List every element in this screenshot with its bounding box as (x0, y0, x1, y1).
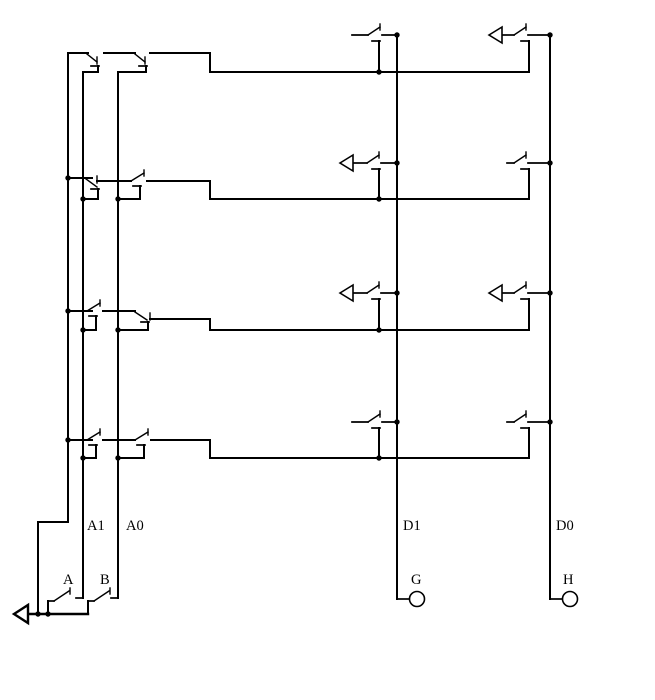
row2-swA0-blade (130, 172, 145, 182)
row1-swA1-blade (86, 53, 98, 63)
junction-a1-row2-dot (80, 196, 86, 202)
junction-rail4-d1-dot (376, 455, 382, 461)
junction-d0-row3-dot (547, 290, 553, 296)
label-g: G (411, 572, 422, 588)
junction-bottom-src-dot (35, 611, 41, 617)
junction-d0-row1-dot (547, 32, 553, 38)
row2-d1sw-blade (366, 154, 380, 164)
row4-d1sw-blade (367, 413, 381, 423)
junction-rail3-d1-dot (376, 327, 382, 333)
row3-swA0-blade (134, 311, 148, 321)
inverter-row2-d1-icon (338, 153, 354, 173)
junction-d0-row4-dot (547, 419, 553, 425)
junction-d1-row3-dot (394, 290, 400, 296)
junction-src-row2-dot (65, 175, 71, 181)
junction-rail1-d1-dot (376, 69, 382, 75)
label-h: H (563, 572, 574, 588)
junction-a0-row3-dot (115, 327, 121, 333)
label-b: B (100, 572, 110, 588)
row2-d0sw-blade (513, 154, 527, 164)
row3-d1sw-blade (366, 284, 380, 294)
junction-a1-row3-dot (80, 327, 86, 333)
row4-swA1-blade (86, 431, 101, 441)
lamp-h-icon (561, 590, 579, 608)
junction-d1-row4-dot (394, 419, 400, 425)
lamp-g-icon (408, 590, 426, 608)
junction-d1-row1-dot (394, 32, 400, 38)
inverter-row3-d0-icon (487, 283, 503, 303)
label-a1: A1 (87, 518, 105, 534)
label-d1: D1 (403, 518, 421, 534)
row4-swA0-blade (134, 431, 149, 441)
input-swA-blade (53, 590, 70, 602)
inverter-row1-d0-icon (487, 25, 503, 45)
junction-d1-row2-dot (394, 160, 400, 166)
junction-a0-row2-dot (115, 196, 121, 202)
row1-swA0-blade (134, 53, 146, 63)
junction-a1-row4-dot (80, 455, 86, 461)
source-arrow-icon (11, 602, 30, 626)
row1-d0sw-blade (513, 26, 527, 36)
junction-d0-row2-dot (547, 160, 553, 166)
row3-swA1-blade (86, 302, 101, 312)
junction-bottom-swA-dot (45, 611, 51, 617)
junction-src-row3-dot (65, 308, 71, 314)
junction-src-row4-dot (65, 437, 71, 443)
junction-a0-row4-dot (115, 455, 121, 461)
row1-d1sw-blade (367, 26, 381, 36)
label-d0: D0 (556, 518, 574, 534)
input-swB-blade (93, 590, 110, 602)
row4-d0sw-blade (513, 413, 527, 423)
inverter-row3-d1-icon (338, 283, 354, 303)
row2-swA1-blade (85, 178, 98, 188)
row3-d0sw-blade (513, 284, 527, 294)
label-a0: A0 (126, 518, 144, 534)
junction-rail2-d1-dot (376, 196, 382, 202)
label-a: A (63, 572, 74, 588)
